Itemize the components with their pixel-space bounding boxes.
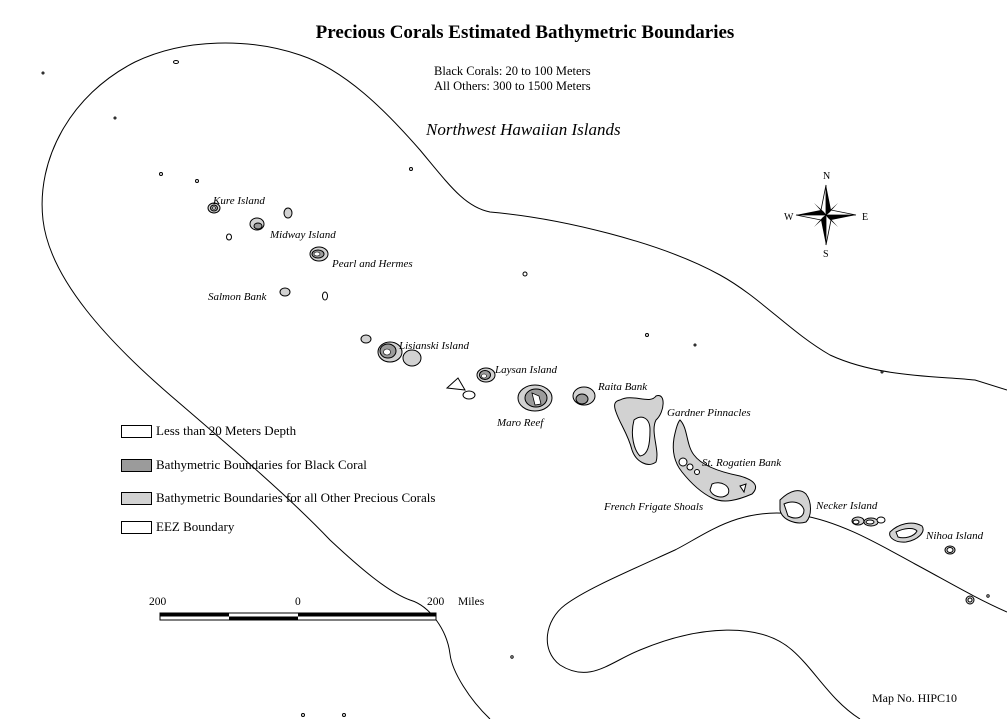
legend-label-shallow: Less than 20 Meters Depth xyxy=(156,423,297,438)
map-title: Precious Corals Estimated Bathymetric Bo… xyxy=(315,22,735,43)
map-number: Map No. HIPC10 xyxy=(872,691,958,705)
legend-swatch-eez xyxy=(121,521,152,534)
eez-boundary-line xyxy=(41,42,1007,719)
subtitle-black-corals: Black Corals: 20 to 100 Meters xyxy=(434,64,591,78)
necker-island-shape xyxy=(779,490,811,524)
scale-bar-graphic xyxy=(159,612,437,621)
compass-south-label: S xyxy=(823,249,829,260)
seamount-dots xyxy=(41,60,990,717)
subtitle-all-others: All Others: 300 to 1500 Meters xyxy=(434,79,591,93)
compass-north-label: N xyxy=(823,171,831,182)
pearl-hermes-shape xyxy=(309,246,329,262)
scale-label-left: 200 xyxy=(149,596,167,608)
midway-island-shape xyxy=(226,207,293,241)
maro-reef-shape xyxy=(517,384,553,412)
raita-bank-shape xyxy=(572,386,596,406)
label-midway-island: Midway Island xyxy=(270,229,336,241)
gardner-pinnacles-shape xyxy=(614,395,664,465)
label-salmon-bank: Salmon Bank xyxy=(208,291,267,303)
scale-label-unit: Miles xyxy=(458,596,485,608)
scale-label-middle: 0 xyxy=(295,596,301,608)
region-name: Northwest Hawaiian Islands xyxy=(426,120,621,139)
eez-boundary-lower xyxy=(546,512,1007,719)
label-maro-reef: Maro Reef xyxy=(497,417,544,429)
legend-label-eez: EEZ Boundary xyxy=(156,519,235,534)
legend-swatch-black-coral xyxy=(121,459,152,472)
compass-east-label: E xyxy=(862,212,869,223)
scale-label-right: 200 xyxy=(427,596,445,608)
label-gardner-pinnacles: Gardner Pinnacles xyxy=(667,407,751,419)
legend-swatch-other-corals xyxy=(121,492,152,505)
compass-rose-icon xyxy=(795,184,857,246)
label-laysan-island: Laysan Island xyxy=(495,364,558,376)
label-kure-island: Kure Island xyxy=(213,195,265,207)
compass-west-label: W xyxy=(784,212,794,223)
st-rogatien-bank-shape xyxy=(672,419,756,502)
laysan-island-shape xyxy=(445,367,496,400)
label-french-frigate-shoals: French Frigate Shoals xyxy=(604,501,704,513)
necker-islets-shape xyxy=(851,516,886,527)
legend-label-other-corals: Bathymetric Boundaries for all Other Pre… xyxy=(156,490,436,505)
legend-swatch-shallow xyxy=(121,425,152,438)
label-pearl-hermes: Pearl and Hermes xyxy=(332,258,413,270)
kure-island-shape xyxy=(207,202,221,214)
nihoa-island-shape xyxy=(889,522,975,605)
label-necker-island: Necker Island xyxy=(816,500,878,512)
label-st-rogatien-bank: St. Rogatien Bank xyxy=(702,457,782,469)
lisianski-island-shape xyxy=(360,334,422,367)
legend-label-black-coral: Bathymetric Boundaries for Black Coral xyxy=(156,457,367,472)
label-raita-bank: Raita Bank xyxy=(598,381,648,393)
label-lisianski-island: Lisianski Island xyxy=(399,340,469,352)
label-nihoa-island: Nihoa Island xyxy=(926,530,984,542)
salmon-bank-shape xyxy=(279,287,328,301)
